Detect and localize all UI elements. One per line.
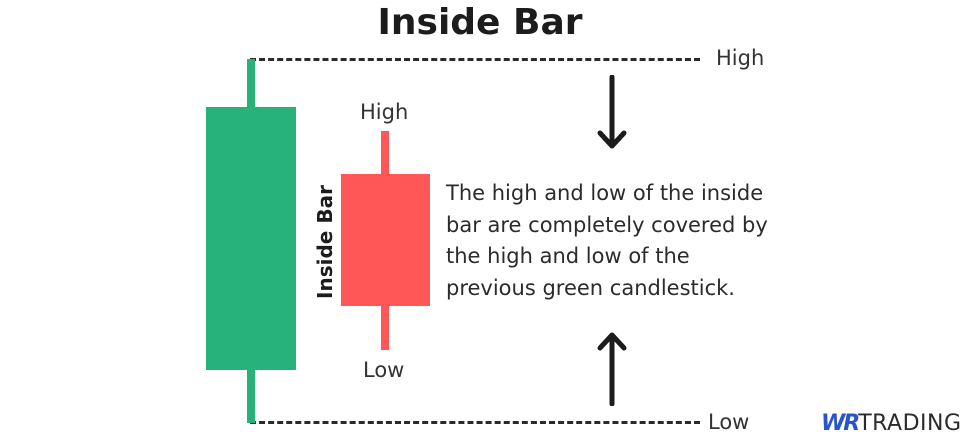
outer-high-label: High [716,46,765,70]
outer-low-label: Low [708,410,750,434]
description-line: The high and low of the inside [446,181,764,205]
red-candle-body [341,174,430,306]
high-dashed-line [250,58,700,61]
diagram-title: Inside Bar [377,2,583,43]
low-dashed-line [250,421,700,424]
description-line: previous green candlestick. [446,275,735,300]
description-line: bar are completely covered by [446,212,768,237]
arrow-up-icon [597,332,627,406]
logo-mark: WR [821,411,860,436]
arrow-down-icon [597,75,627,149]
logo-text: TRADING [858,411,960,436]
description-text: The high and low of the inside bar are c… [446,178,786,304]
inside-bar-side-label: Inside Bar [312,185,337,299]
wr-trading-logo: WRTRADING [821,411,960,436]
green-candle-body [206,107,296,370]
description-line: the high and low of the [446,244,690,268]
inside-bar-high-label: High [360,100,409,124]
inside-bar-low-label: Low [363,358,405,382]
side-label-wrap: Inside Bar [265,185,385,299]
